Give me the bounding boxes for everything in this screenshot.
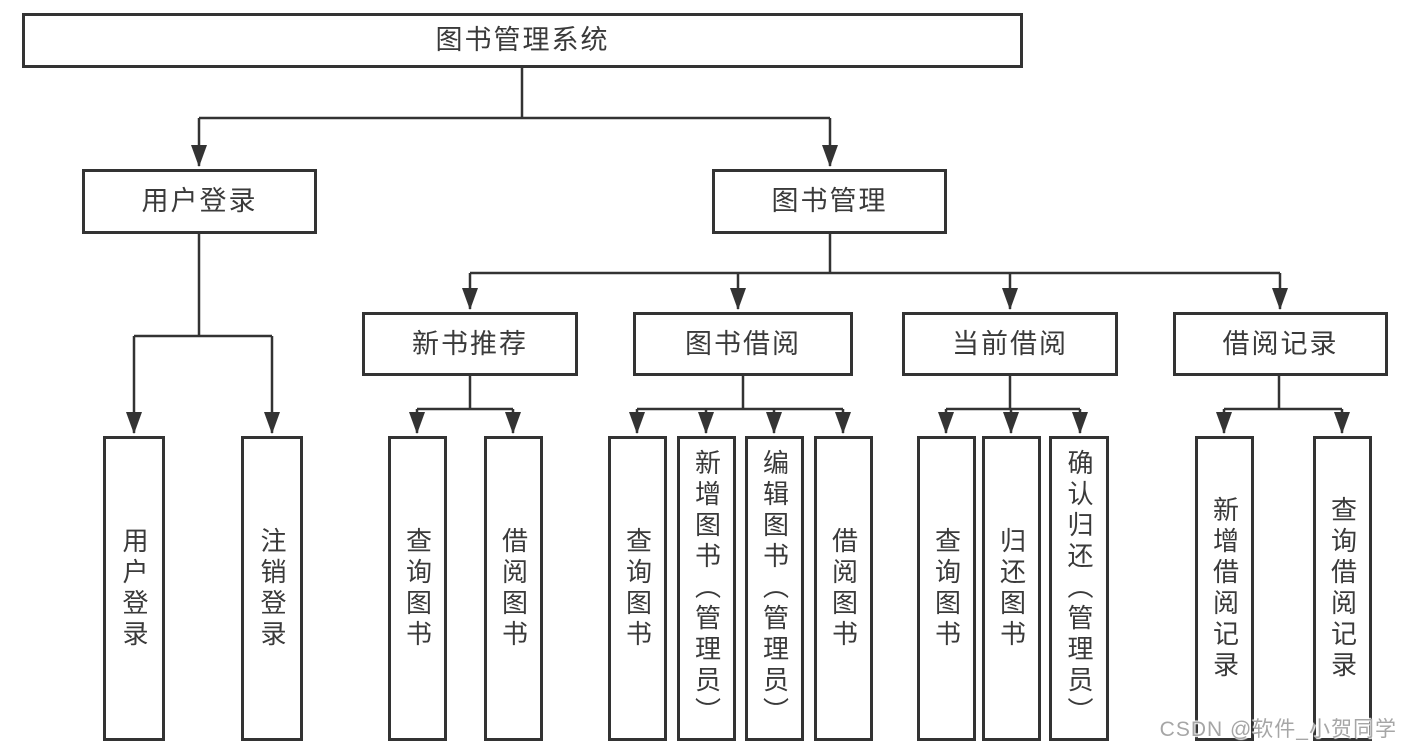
leaf-user-login-label: 用户登录 xyxy=(119,526,149,651)
leaf-current-confirm-return-admin: 确认归还（管理员） xyxy=(1049,436,1109,741)
leaf-newbook-query-book-label: 查询图书 xyxy=(402,526,433,651)
leaf-current-confirm-return-admin-label: 确认归还（管理员） xyxy=(1064,449,1094,728)
leaf-logout-label: 注销登录 xyxy=(257,526,287,651)
connector-user-login-children xyxy=(126,234,280,434)
leaf-records-query-record-label: 查询借阅记录 xyxy=(1327,495,1358,682)
leaf-borrow-query-book: 查询图书 xyxy=(608,436,667,741)
leaf-records-query-record: 查询借阅记录 xyxy=(1313,436,1372,741)
leaf-borrow-add-book-admin-label: 新增图书（管理员） xyxy=(691,449,722,728)
connector-root-to-level2 xyxy=(191,68,838,167)
leaf-borrow-add-book-admin: 新增图书（管理员） xyxy=(677,436,736,741)
leaf-logout: 注销登录 xyxy=(241,436,303,741)
leaf-records-add-record: 新增借阅记录 xyxy=(1195,436,1254,741)
node-book-management-label: 图书管理 xyxy=(771,186,888,216)
node-root: 图书管理系统 xyxy=(22,13,1023,68)
node-current-borrow-label: 当前借阅 xyxy=(952,328,1068,359)
csdn-watermark: CSDN @软件_小贺同学 xyxy=(1159,718,1397,741)
leaf-newbook-query-book: 查询图书 xyxy=(388,436,447,741)
connector-book-mgmt-groups xyxy=(462,234,1288,310)
leaf-borrow-query-book-label: 查询图书 xyxy=(622,526,653,651)
node-borrow-records-label: 借阅记录 xyxy=(1222,328,1339,359)
node-root-label: 图书管理系统 xyxy=(435,25,610,55)
leaf-borrow-edit-book-admin-label: 编辑图书（管理员） xyxy=(759,449,790,728)
connector-new-book-children xyxy=(409,376,521,434)
node-user-login-label: 用户登录 xyxy=(141,186,258,216)
leaf-newbook-borrow-book-label: 借阅图书 xyxy=(498,526,529,651)
node-new-book-recommend: 新书推荐 xyxy=(362,312,578,376)
node-book-borrow: 图书借阅 xyxy=(633,312,853,376)
node-current-borrow: 当前借阅 xyxy=(902,312,1118,376)
leaf-borrow-borrow-book-label: 借阅图书 xyxy=(828,526,859,651)
node-new-book-recommend-label: 新书推荐 xyxy=(412,328,528,359)
connector-current-borrow-children xyxy=(938,376,1088,434)
connector-records-children xyxy=(1216,376,1350,434)
leaf-current-return-book-label: 归还图书 xyxy=(996,526,1027,651)
leaf-records-add-record-label: 新增借阅记录 xyxy=(1209,495,1240,682)
leaf-current-query-book-label: 查询图书 xyxy=(931,526,962,651)
node-user-login: 用户登录 xyxy=(82,169,317,234)
leaf-current-return-book: 归还图书 xyxy=(982,436,1041,741)
node-book-borrow-label: 图书借阅 xyxy=(685,328,801,359)
leaf-newbook-borrow-book: 借阅图书 xyxy=(484,436,543,741)
leaf-user-login: 用户登录 xyxy=(103,436,165,741)
leaf-current-query-book: 查询图书 xyxy=(917,436,976,741)
leaf-borrow-edit-book-admin: 编辑图书（管理员） xyxy=(745,436,804,741)
leaf-borrow-borrow-book: 借阅图书 xyxy=(814,436,873,741)
node-borrow-records: 借阅记录 xyxy=(1173,312,1388,376)
node-book-management: 图书管理 xyxy=(712,169,947,234)
connector-book-borrow-children xyxy=(629,376,851,434)
